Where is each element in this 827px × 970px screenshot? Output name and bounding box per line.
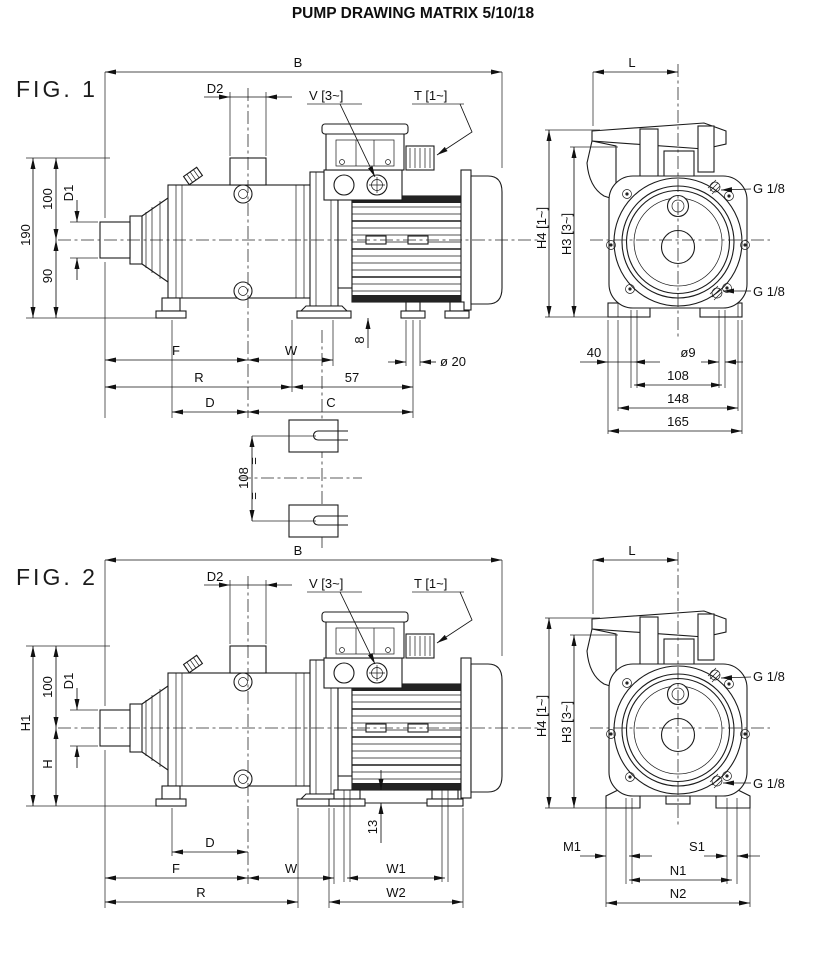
drain-plug-bottom bbox=[233, 281, 253, 301]
pump-barrel bbox=[167, 672, 313, 787]
label-v3: V [3~] bbox=[309, 576, 343, 591]
clamp-dim-108: 108 bbox=[236, 467, 251, 489]
dim-r: R bbox=[196, 885, 205, 900]
mounting-bracket bbox=[586, 610, 727, 689]
dim-w1: W1 bbox=[386, 861, 406, 876]
dim-d: D bbox=[205, 835, 214, 850]
callout-g18-bottom: G 1/8 bbox=[753, 284, 785, 299]
dim-165: 165 bbox=[667, 414, 689, 429]
dim-57: 57 bbox=[345, 370, 359, 385]
dim-108: 108 bbox=[667, 368, 689, 383]
fig1-clamp-detail: 108 = = bbox=[236, 419, 362, 538]
face-bolts bbox=[606, 667, 750, 789]
dim-h3: H3 [3~] bbox=[559, 213, 574, 255]
label-t1: T [1~] bbox=[414, 88, 447, 103]
dim-b: B bbox=[294, 543, 303, 558]
dim-h4: H4 [1~] bbox=[534, 695, 549, 737]
fan-cover bbox=[470, 175, 503, 305]
callout-g18-bottom: G 1/8 bbox=[753, 776, 785, 791]
fig1-end-view: L H4 [1~] H3 [3~] G 1/8 G 1/8 40 ø9 bbox=[534, 55, 785, 434]
fig2-end-dimensions: L H4 [1~] H3 [3~] G 1/8 G 1/8 M1 S1 N1 bbox=[534, 543, 785, 907]
dim-w: W bbox=[285, 861, 298, 876]
g18-boss-bottom bbox=[709, 285, 723, 301]
fig2-side-dimensions: B D2 V [3~] T [1~] H1 100 H bbox=[18, 543, 503, 908]
fig1-label: FIG. 1 bbox=[16, 76, 98, 102]
motor-stud bbox=[405, 301, 421, 312]
dim-r: R bbox=[194, 370, 203, 385]
dim-h3: H3 [3~] bbox=[559, 701, 574, 743]
dim-h: H bbox=[40, 759, 55, 768]
fig1-side-dimensions: B D2 V [3~] T [1~] 190 100 90 bbox=[18, 55, 503, 418]
dim-148: 148 bbox=[667, 391, 689, 406]
dim-100: 100 bbox=[40, 676, 55, 698]
dim-n1: N1 bbox=[670, 863, 687, 878]
fig2-end-view: L H4 [1~] H3 [3~] G 1/8 G 1/8 M1 S1 N1 bbox=[534, 543, 785, 907]
feet bbox=[155, 785, 464, 807]
dim-w: W bbox=[285, 343, 298, 358]
priming-plug-top bbox=[233, 184, 253, 204]
label-v3: V [3~] bbox=[309, 88, 343, 103]
bolt-hole-lines bbox=[630, 310, 726, 388]
dim-13: 13 bbox=[365, 820, 380, 834]
terminal-box bbox=[321, 611, 435, 689]
figure-1: FIG. 1 bbox=[16, 55, 785, 548]
dim-s1: S1 bbox=[689, 839, 705, 854]
drawing-title: PUMP DRAWING MATRIX 5/10/18 bbox=[292, 5, 535, 22]
mounting-bracket bbox=[586, 122, 727, 201]
equal-mark-bottom: = bbox=[246, 492, 261, 500]
dim-h1: H1 bbox=[18, 715, 33, 732]
fan-cover bbox=[470, 663, 503, 793]
dim-90: 90 bbox=[40, 269, 55, 283]
fig2-side-view: B D2 V [3~] T [1~] H1 100 H bbox=[18, 543, 540, 908]
dim-f: F bbox=[172, 861, 180, 876]
fig2-label: FIG. 2 bbox=[16, 564, 98, 590]
dim-b: B bbox=[294, 55, 303, 70]
pump-hydraulic-body bbox=[99, 157, 353, 307]
figure-2: FIG. 2 bbox=[16, 543, 785, 908]
dim-d2: D2 bbox=[207, 81, 224, 96]
dim-l: L bbox=[628, 55, 635, 70]
terminal-box bbox=[321, 123, 435, 201]
g18-boss-top bbox=[707, 179, 721, 195]
dim-190: 190 bbox=[18, 224, 33, 246]
dim-dia20: ø 20 bbox=[440, 354, 466, 369]
pump-hydraulic-body bbox=[99, 645, 353, 795]
dim-c: C bbox=[326, 395, 335, 410]
motor-foot-rear bbox=[431, 789, 459, 800]
callout-g18-top: G 1/8 bbox=[753, 181, 785, 196]
dim-d1: D1 bbox=[61, 673, 76, 690]
dim-n2: N2 bbox=[670, 886, 687, 901]
g18-boss-bottom bbox=[709, 773, 723, 789]
motor bbox=[351, 657, 503, 799]
dim-8: 8 bbox=[352, 336, 367, 343]
dim-d1: D1 bbox=[61, 185, 76, 202]
dim-40: 40 bbox=[587, 345, 601, 360]
callout-g18-top: G 1/8 bbox=[753, 669, 785, 684]
fig1-side-view: B D2 V [3~] T [1~] 190 100 90 bbox=[18, 55, 540, 548]
dim-f: F bbox=[172, 343, 180, 358]
dim-h4: H4 [1~] bbox=[534, 207, 549, 249]
vent-plug bbox=[182, 166, 204, 186]
label-t1: T [1~] bbox=[414, 576, 447, 591]
vent-plug bbox=[182, 654, 204, 674]
dim-100: 100 bbox=[40, 188, 55, 210]
dim-l: L bbox=[628, 543, 635, 558]
bolt-hole-lines bbox=[625, 798, 738, 884]
fig1-end-dimensions: L H4 [1~] H3 [3~] G 1/8 G 1/8 40 ø9 bbox=[534, 55, 785, 434]
dim-d2: D2 bbox=[207, 569, 224, 584]
equal-mark-top: = bbox=[246, 457, 261, 465]
g18-boss-top bbox=[707, 667, 721, 683]
dim-d: D bbox=[205, 395, 214, 410]
dim-w2: W2 bbox=[386, 885, 406, 900]
dim-dia9: ø9 bbox=[680, 345, 695, 360]
motor-foot-front bbox=[333, 789, 361, 800]
feet bbox=[155, 297, 470, 319]
dim-m1: M1 bbox=[563, 839, 581, 854]
